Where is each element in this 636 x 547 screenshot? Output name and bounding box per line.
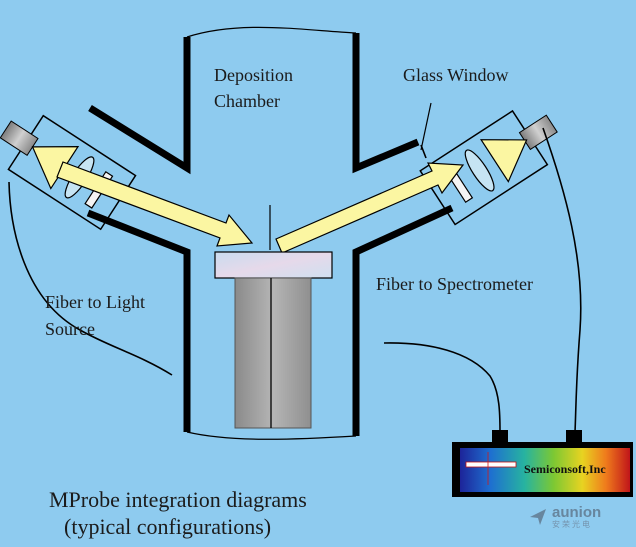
fiber-to-spectrometer-cable	[542, 127, 582, 433]
light-fiber-connector	[0, 120, 39, 156]
chamber-bottom-break	[186, 431, 357, 440]
caption-line2: (typical configurations)	[64, 514, 272, 539]
glass-window-pointer	[420, 102, 432, 151]
sample-wafer	[214, 251, 333, 279]
fiber-spectrometer-input-cable	[383, 342, 501, 433]
label-fiber-to-light: Fiber to Light	[45, 292, 145, 312]
watermark: aunion 安荣光电	[528, 505, 601, 529]
label-source: Source	[45, 319, 95, 339]
watermark-name: aunion	[552, 504, 602, 521]
chamber-right-wall-upper	[352, 33, 420, 174]
label-deposition: Deposition	[214, 65, 293, 85]
chamber-top-break	[186, 26, 357, 38]
spectrometer-collimator-cone	[479, 139, 528, 183]
fiber-to-light-source-cable	[8, 181, 173, 376]
spectrometer-brand-label: Semiconsoft,Inc	[524, 462, 606, 476]
chamber-left-wall-lower	[86, 209, 191, 432]
label-glass-window: Glass Window	[403, 65, 509, 85]
watermark-logo-icon	[530, 509, 546, 525]
reflected-beam-arrow	[275, 162, 465, 254]
deposition-chamber	[86, 26, 454, 440]
caption-line1: MProbe integration diagrams	[49, 487, 307, 512]
spectrometer-port-right	[566, 430, 582, 444]
incident-beam-arrow	[56, 161, 254, 247]
label-chamber: Chamber	[214, 91, 280, 111]
spectrometer-port-left	[492, 430, 508, 444]
chamber-left-wall-upper	[88, 37, 191, 175]
watermark-subtitle: 安荣光电	[552, 520, 592, 529]
spectrometer-probe	[419, 109, 558, 226]
label-fiber-to-spectrometer: Fiber to Spectrometer	[376, 274, 533, 294]
spectrometer-unit	[452, 430, 633, 497]
sample-holder-electrode	[234, 277, 312, 429]
glass-window-tick	[420, 144, 427, 159]
chamber-right-wall-lower	[352, 204, 454, 436]
spectrometer-strip	[465, 461, 517, 468]
spectrometer-lens	[464, 149, 495, 192]
